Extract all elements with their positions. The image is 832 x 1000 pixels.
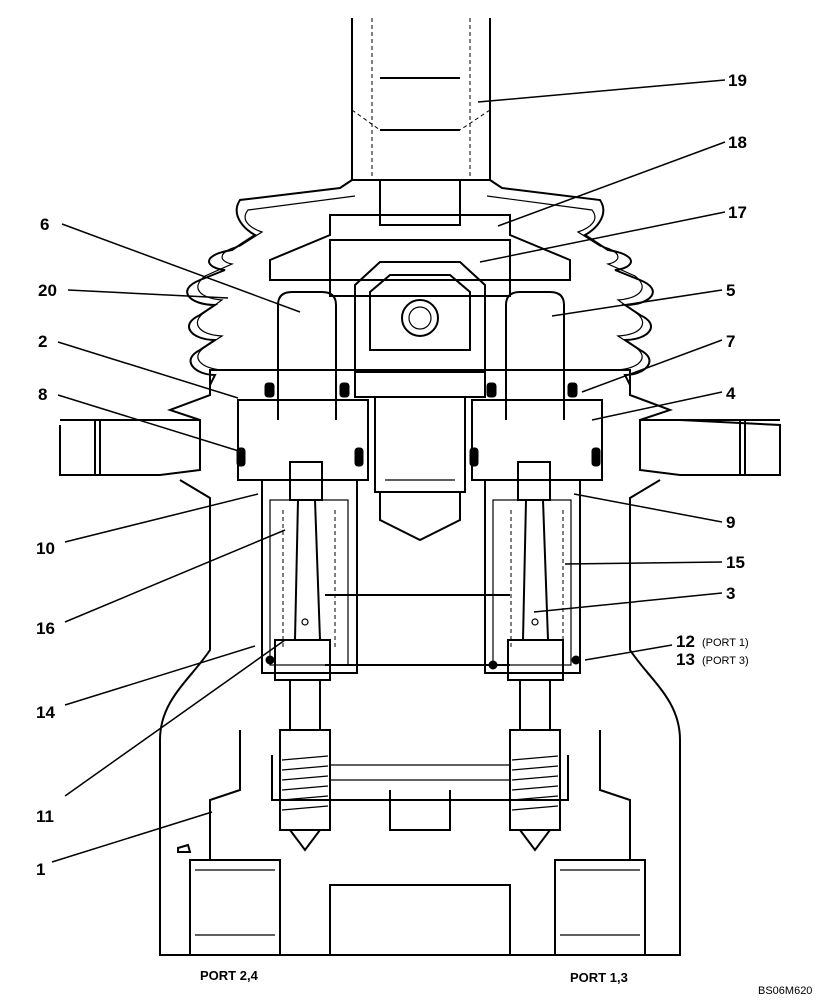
port-caption-left: PORT 2,4 [200,968,259,983]
rubber-boot [186,179,654,386]
callout-labels: 19 18 17 6 5 20 2 7 8 4 10 9 16 15 3 12 … [36,71,749,879]
callout-3: 3 [726,584,735,603]
callout-19: 19 [728,71,747,90]
callout-15: 15 [726,553,745,572]
callout-9: 9 [726,513,735,532]
annotation-port-3: (PORT 3) [702,655,749,667]
handle-shaft [351,18,491,226]
callout-6: 6 [40,215,49,234]
universal-joint [354,261,486,398]
callout-17: 17 [728,203,747,222]
callout-20: 20 [38,281,57,300]
callout-10: 10 [36,539,55,558]
callout-18: 18 [728,133,747,152]
spool-assembly-right [484,461,581,852]
valve-body [159,479,681,956]
callout-8: 8 [38,385,47,404]
callout-5: 5 [726,281,735,300]
callout-1: 1 [36,860,45,879]
plate-assembly [269,214,571,297]
center-shaft [374,396,466,542]
port-caption-right: PORT 1,3 [570,970,628,985]
seals [236,382,601,467]
callout-13: 13 [676,650,695,669]
annotation-port-1: (PORT 1) [702,637,749,649]
pusher-right [505,291,565,420]
callout-2: 2 [38,332,47,351]
callout-7: 7 [726,332,735,351]
port-fitting-left [189,859,281,956]
casing-upper [59,369,781,481]
callout-11: 11 [36,807,54,826]
callout-12: 12 [676,632,695,651]
pusher-left [277,291,337,420]
callout-16: 16 [36,619,55,638]
spool-assembly-left [261,461,358,852]
port-fitting-right [554,859,646,956]
callout-14: 14 [36,703,55,722]
leader-lines [51,79,726,863]
callout-4: 4 [726,384,736,403]
drawing-code: BS06M620 [758,985,812,997]
